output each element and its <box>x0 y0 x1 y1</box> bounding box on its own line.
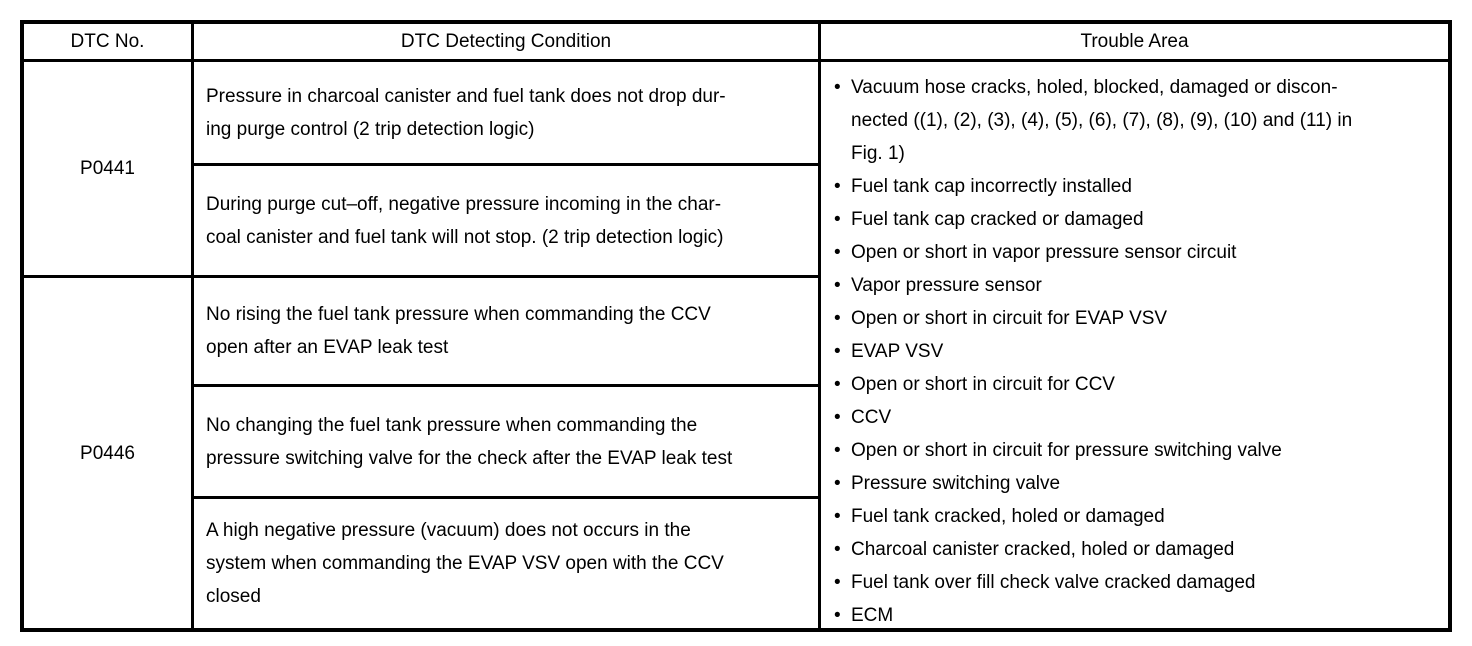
bullet-icon: • <box>834 77 841 98</box>
trouble-item-text: Fuel tank cap cracked or damaged <box>851 209 1144 230</box>
trouble-item-text: EVAP VSV <box>851 341 944 362</box>
condition-cell-p0441-1: Pressure in charcoal canister and fuel t… <box>194 62 821 166</box>
trouble-item: • Open or short in circuit for pressure … <box>834 434 1440 467</box>
trouble-item-text: CCV <box>851 407 892 428</box>
trouble-item-text: Open or short in vapor pressure sensor c… <box>851 242 1237 263</box>
trouble-area-cell: • Vacuum hose cracks, holed, blocked, da… <box>821 62 1448 628</box>
header-detecting-condition: DTC Detecting Condition <box>194 24 821 62</box>
condition-cell-p0446-1: No rising the fuel tank pressure when co… <box>194 278 821 387</box>
bullet-icon: • <box>834 209 841 230</box>
trouble-item-text: Open or short in circuit for EVAP VSV <box>851 308 1168 329</box>
bullet-icon: • <box>834 341 841 362</box>
header-trouble-area: Trouble Area <box>821 24 1448 62</box>
trouble-item: • CCV <box>834 401 1440 434</box>
condition-text: During purge cut–off, negative pressure … <box>206 193 724 248</box>
trouble-item: • Open or short in vapor pressure sensor… <box>834 236 1440 269</box>
trouble-item: • EVAP VSV <box>834 335 1440 368</box>
bullet-icon: • <box>834 572 841 593</box>
trouble-item: • Open or short in circuit for EVAP VSV <box>834 302 1440 335</box>
bullet-icon: • <box>834 440 841 461</box>
dtc-cell-p0441: P0441 <box>24 62 194 278</box>
trouble-item-text: Charcoal canister cracked, holed or dama… <box>851 539 1235 560</box>
bullet-icon: • <box>834 275 841 296</box>
trouble-item-text: Open or short in circuit for pressure sw… <box>851 440 1282 461</box>
bullet-icon: • <box>834 374 841 395</box>
trouble-item: • Vapor pressure sensor <box>834 269 1440 302</box>
condition-cell-p0446-3: A high negative pressure (vacuum) does n… <box>194 499 821 628</box>
trouble-item-text: Pressure switching valve <box>851 473 1061 494</box>
trouble-item-text: Fuel tank cap incorrectly installed <box>851 176 1132 197</box>
condition-text: Pressure in charcoal canister and fuel t… <box>206 85 726 140</box>
dtc-table: DTC No. DTC Detecting Condition Trouble … <box>20 20 1452 632</box>
trouble-item-text: Fuel tank over fill check valve cracked … <box>851 572 1256 593</box>
trouble-item-text: Fuel tank cracked, holed or damaged <box>851 506 1165 527</box>
bullet-icon: • <box>834 539 841 560</box>
bullet-icon: • <box>834 605 841 626</box>
bullet-icon: • <box>834 506 841 527</box>
trouble-item: • Fuel tank cap incorrectly installed <box>834 170 1440 203</box>
trouble-item-text: ECM <box>851 605 894 626</box>
condition-text: No changing the fuel tank pressure when … <box>206 414 733 469</box>
trouble-item: • Pressure switching valve <box>834 467 1440 500</box>
bullet-icon: • <box>834 176 841 197</box>
header-dtc-no: DTC No. <box>24 24 194 62</box>
trouble-item-text: Open or short in circuit for CCV <box>851 374 1115 395</box>
trouble-item: • Open or short in circuit for CCV <box>834 368 1440 401</box>
condition-cell-p0441-2: During purge cut–off, negative pressure … <box>194 166 821 278</box>
trouble-item: • Fuel tank cracked, holed or damaged <box>834 500 1440 533</box>
trouble-item: • Fuel tank over fill check valve cracke… <box>834 566 1440 599</box>
trouble-item: • Charcoal canister cracked, holed or da… <box>834 533 1440 566</box>
condition-cell-p0446-2: No changing the fuel tank pressure when … <box>194 387 821 499</box>
dtc-cell-p0446: P0446 <box>24 278 194 628</box>
bullet-icon: • <box>834 473 841 494</box>
trouble-item-text: Vacuum hose cracks, holed, blocked, dama… <box>851 77 1353 164</box>
condition-text: A high negative pressure (vacuum) does n… <box>206 520 724 607</box>
trouble-item: • Vacuum hose cracks, holed, blocked, da… <box>834 71 1440 170</box>
bullet-icon: • <box>834 308 841 329</box>
trouble-item-text: Vapor pressure sensor <box>851 275 1042 296</box>
bullet-icon: • <box>834 407 841 428</box>
condition-text: No rising the fuel tank pressure when co… <box>206 304 711 358</box>
trouble-item: • Fuel tank cap cracked or damaged <box>834 203 1440 236</box>
trouble-item: • ECM <box>834 599 1440 628</box>
bullet-icon: • <box>834 242 841 263</box>
